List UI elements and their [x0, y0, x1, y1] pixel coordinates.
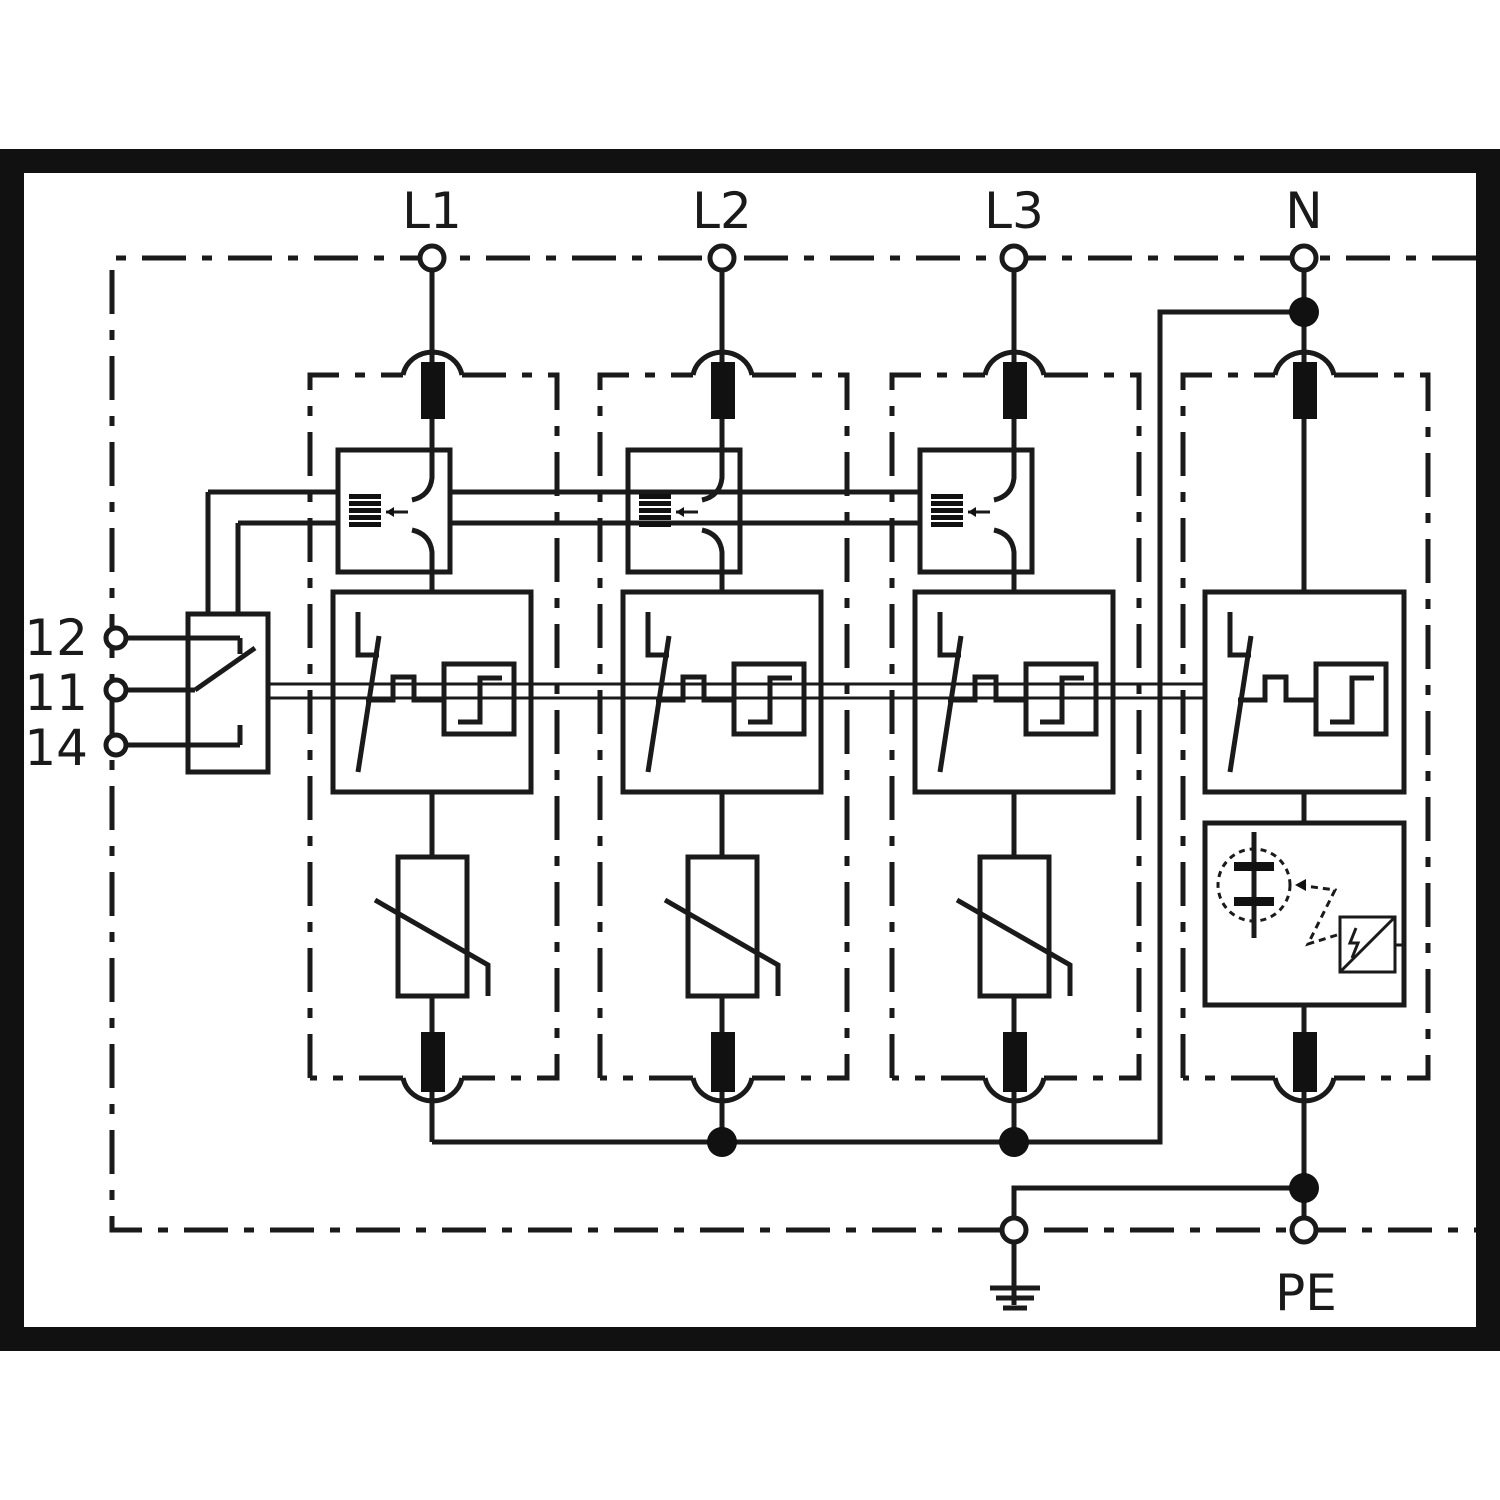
module-l2: [597, 258, 850, 1142]
terminal-l3: [999, 243, 1029, 273]
terminal-l1: [417, 243, 447, 273]
thermal-disconnector-icon: [335, 447, 453, 575]
module-l1: [307, 258, 560, 1142]
terminal-label-l3: L3: [984, 182, 1044, 240]
terminal-14: [103, 732, 129, 758]
fuse-icon: [1293, 362, 1317, 419]
varistor-icon: [977, 854, 1052, 999]
module-l3: [889, 258, 1142, 1142]
terminal-l2: [707, 243, 737, 273]
terminal-label-l1: L1: [402, 182, 462, 240]
enclosure-boundary: [109, 255, 1476, 1233]
fuse-icon: [1003, 1032, 1027, 1092]
spark-gap-icon: [330, 589, 534, 795]
varistor-icon: [685, 854, 760, 999]
terminal-label-14: 14: [24, 719, 88, 777]
module-n: [1180, 258, 1431, 1230]
spark-gap-icon: [1202, 589, 1407, 795]
fuse-icon: [1293, 1032, 1317, 1092]
thermal-disconnector-icon: [917, 447, 1035, 575]
fuse-icon: [711, 362, 735, 419]
terminal-12: [103, 625, 129, 651]
terminal-label-n: N: [1285, 182, 1322, 240]
terminal-n: [1289, 243, 1319, 273]
fuse-icon: [421, 362, 445, 419]
thermal-disconnector-icon: [625, 447, 743, 575]
bus-wiring: [432, 309, 1304, 1265]
fuse-icon: [711, 1032, 735, 1092]
spark-gap-icon: [620, 589, 824, 795]
terminal-label-11: 11: [24, 664, 88, 722]
terminal-label-l2: L2: [692, 182, 752, 240]
changeover-contact-icon: [193, 645, 257, 693]
junction-dots: [707, 297, 1319, 1203]
terminal-11: [103, 677, 129, 703]
fuse-icon: [1003, 362, 1027, 419]
terminal-label-12: 12: [24, 609, 88, 667]
spark-gap-icon: [912, 589, 1116, 795]
remote-signal-contact: [120, 489, 338, 775]
varistor-icon: [395, 854, 470, 999]
outer-frame: [0, 149, 1500, 1351]
terminal-label-pe: PE: [1275, 1264, 1337, 1322]
terminal-earth: [999, 1215, 1029, 1245]
terminal-pe: [1289, 1215, 1319, 1245]
fuse-icon: [421, 1032, 445, 1092]
earth-ground-icon: [990, 1265, 1040, 1311]
